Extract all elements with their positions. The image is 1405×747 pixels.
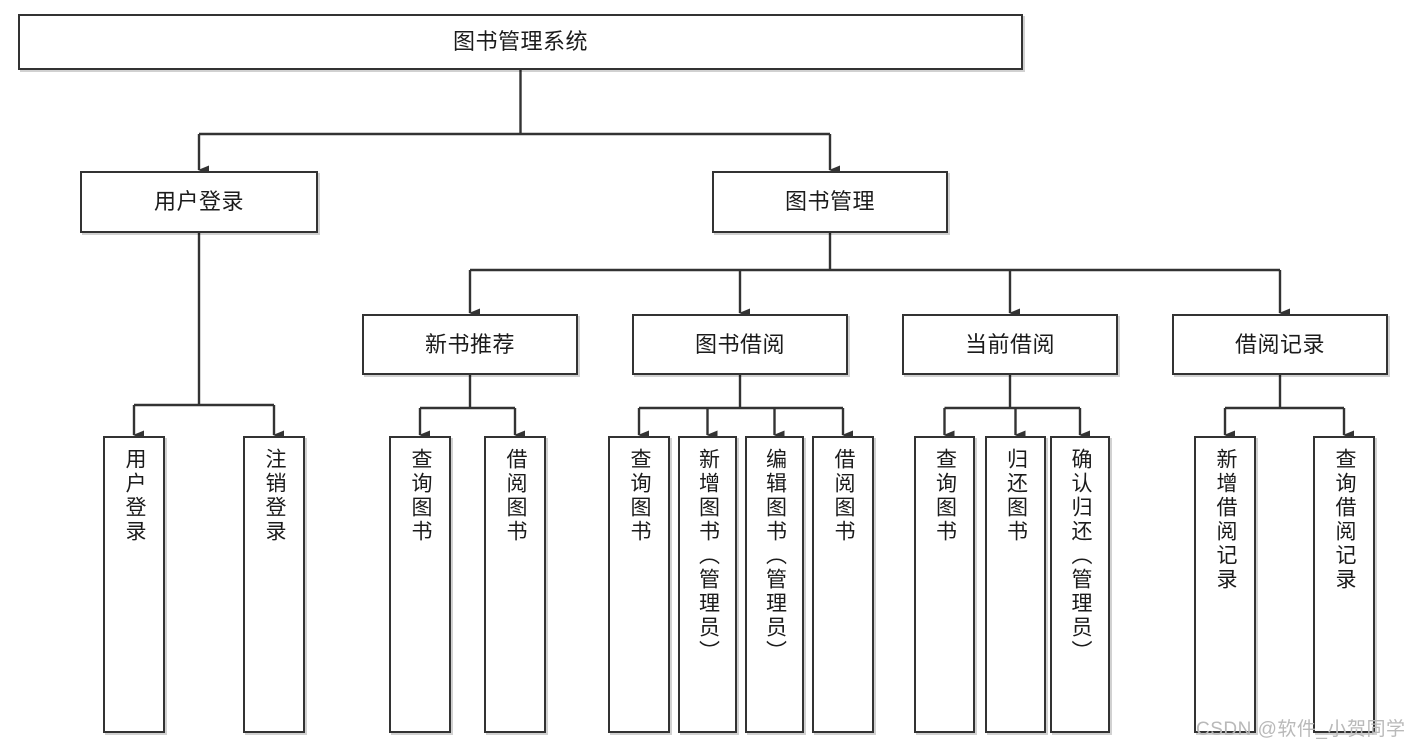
node-label: 查询图书 <box>933 448 957 544</box>
node-c1[interactable]: 查询图书 <box>914 436 975 733</box>
node-l1[interactable]: 用户登录 <box>103 436 165 733</box>
node-label: 用户登录 <box>153 189 244 215</box>
csdn-watermark: CSDN @软件_小贺同学 <box>1196 719 1405 740</box>
node-newbook[interactable]: 新书推荐 <box>362 314 578 375</box>
node-bookmgmt[interactable]: 图书管理 <box>712 171 948 233</box>
node-n1[interactable]: 查询图书 <box>389 436 451 733</box>
node-label: 图书借阅 <box>694 331 785 357</box>
node-label: 图书管理 <box>784 189 875 215</box>
node-current[interactable]: 当前借阅 <box>902 314 1118 375</box>
node-label: 新增图书（管理员） <box>696 448 720 664</box>
node-label: 查询图书 <box>628 448 652 544</box>
node-label: 新增借阅记录 <box>1214 448 1238 592</box>
node-r1[interactable]: 新增借阅记录 <box>1194 436 1256 733</box>
node-b1[interactable]: 查询图书 <box>608 436 670 733</box>
node-label: 查询借阅记录 <box>1333 448 1357 592</box>
node-label: 确认归还（管理员） <box>1069 448 1093 664</box>
node-n2[interactable]: 借阅图书 <box>484 436 546 733</box>
node-label: 新书推荐 <box>424 331 515 357</box>
node-label: 编辑图书（管理员） <box>763 448 787 664</box>
node-label: 查询图书 <box>409 448 433 544</box>
node-c3[interactable]: 确认归还（管理员） <box>1050 436 1110 733</box>
node-login[interactable]: 用户登录 <box>80 171 318 233</box>
node-b3[interactable]: 编辑图书（管理员） <box>745 436 804 733</box>
node-records[interactable]: 借阅记录 <box>1172 314 1388 375</box>
node-root[interactable]: 图书管理系统 <box>18 14 1023 70</box>
node-label: 注销登录 <box>263 448 287 544</box>
node-label: 借阅记录 <box>1234 331 1325 357</box>
node-b4[interactable]: 借阅图书 <box>812 436 874 733</box>
node-label: 用户登录 <box>123 448 147 544</box>
node-c2[interactable]: 归还图书 <box>985 436 1046 733</box>
node-borrow[interactable]: 图书借阅 <box>632 314 848 375</box>
node-r2[interactable]: 查询借阅记录 <box>1313 436 1375 733</box>
node-l2[interactable]: 注销登录 <box>243 436 305 733</box>
node-label: 归还图书 <box>1004 448 1028 544</box>
node-label: 借阅图书 <box>504 448 528 544</box>
node-label: 当前借阅 <box>964 331 1055 357</box>
node-b2[interactable]: 新增图书（管理员） <box>678 436 737 733</box>
node-label: 借阅图书 <box>832 448 856 544</box>
node-label: 图书管理系统 <box>452 29 588 55</box>
